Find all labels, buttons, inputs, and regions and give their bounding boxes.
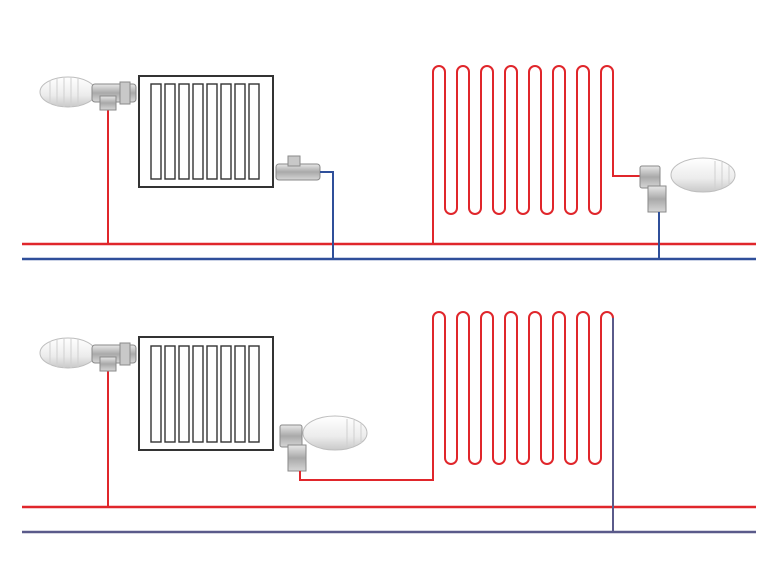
underfloor-heating-loop-icon — [432, 65, 642, 244]
thermostatic-head-icon — [39, 76, 97, 108]
panel-radiator-icon — [138, 336, 274, 451]
thermostatic-head-icon — [670, 157, 736, 193]
valve-icon — [279, 424, 307, 472]
diagram-bottom — [22, 311, 756, 534]
valve-icon — [91, 342, 137, 372]
diagram-top — [22, 65, 756, 261]
thermostatic-head-icon — [39, 337, 97, 369]
return-drop — [320, 171, 334, 259]
panel-radiator-icon — [138, 75, 274, 188]
valve-icon — [91, 81, 137, 111]
thermostatic-head-icon — [302, 415, 368, 451]
valve-icon — [275, 155, 321, 181]
valve-icon — [639, 165, 667, 213]
underfloor-heating-loop-icon — [299, 311, 614, 481]
